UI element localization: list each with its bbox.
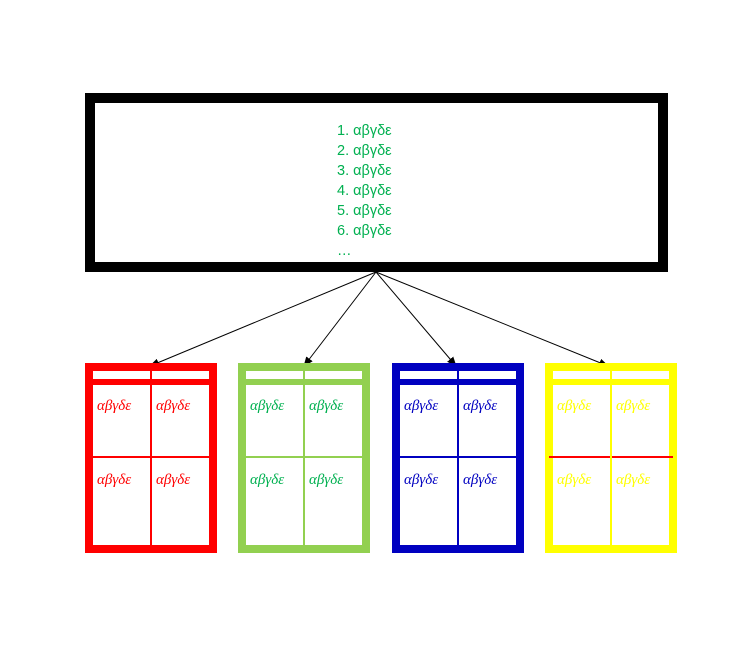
card-green: αβγδε αβγδε αβγδε αβγδε <box>238 363 370 553</box>
master-list-item: 3. αβγδε <box>337 163 392 179</box>
master-list-item: 6. αβγδε <box>337 223 392 239</box>
card-cell: αβγδε <box>557 398 592 414</box>
master-list-item: 2. αβγδε <box>337 143 392 159</box>
card-cell: αβγδε <box>97 472 132 488</box>
arrow-to-blue-card <box>375 271 457 367</box>
master-list-item: 1. αβγδε <box>337 123 392 139</box>
card-red: αβγδε αβγδε αβγδε αβγδε <box>85 363 217 553</box>
master-list: 1. αβγδε 2. αβγδε 3. αβγδε 4. αβγδε 5. α… <box>337 121 392 261</box>
card-cell: αβγδε <box>557 472 592 488</box>
card-cell: αβγδε <box>404 398 439 414</box>
card-cell: αβγδε <box>97 398 132 414</box>
card-column-divider <box>150 371 152 545</box>
card-cell: αβγδε <box>250 398 285 414</box>
card-cell: αβγδε <box>156 472 191 488</box>
card-cell: αβγδε <box>463 398 498 414</box>
card-cell: αβγδε <box>156 398 191 414</box>
master-list-box: 1. αβγδε 2. αβγδε 3. αβγδε 4. αβγδε 5. α… <box>85 93 668 272</box>
master-list-item: 5. αβγδε <box>337 203 392 219</box>
card-cell: αβγδε <box>616 398 651 414</box>
card-cell: αβγδε <box>616 472 651 488</box>
card-cell: αβγδε <box>404 472 439 488</box>
card-cell: αβγδε <box>309 472 344 488</box>
card-cell: αβγδε <box>463 472 498 488</box>
arrow-to-red-card <box>149 271 377 367</box>
arrow-to-yellow-card <box>375 271 609 367</box>
card-column-divider <box>303 371 305 545</box>
arrow-to-green-card <box>303 271 377 367</box>
card-cell: αβγδε <box>309 398 344 414</box>
card-yellow: αβγδε αβγδε αβγδε αβγδε <box>545 363 677 553</box>
card-blue: αβγδε αβγδε αβγδε αβγδε <box>392 363 524 553</box>
card-cell: αβγδε <box>250 472 285 488</box>
master-list-ellipsis: … <box>337 243 352 259</box>
master-list-item: 4. αβγδε <box>337 183 392 199</box>
card-column-divider <box>610 371 612 545</box>
card-column-divider <box>457 371 459 545</box>
